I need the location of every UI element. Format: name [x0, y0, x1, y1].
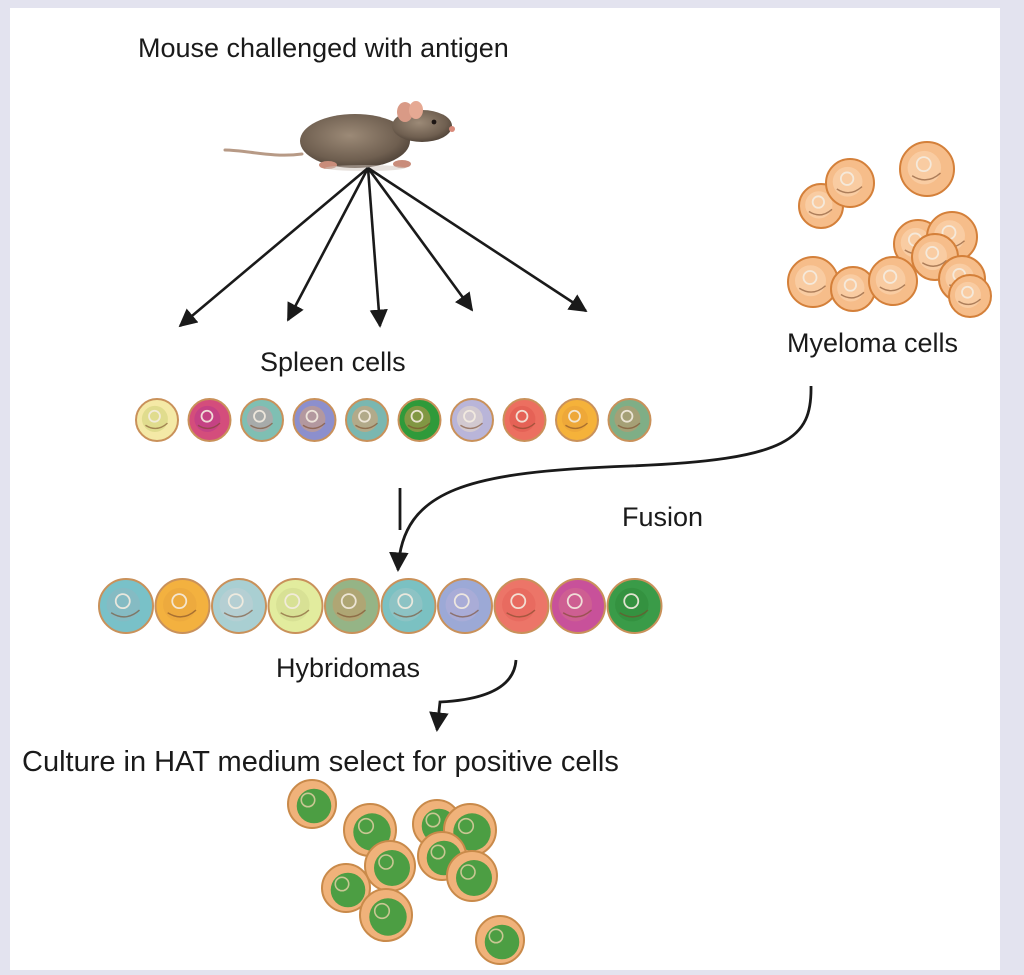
- spleen-cell: [397, 398, 442, 442]
- hybridoma-cell: [437, 578, 493, 634]
- spleen-cell: [292, 398, 337, 442]
- myeloma-cell: [868, 256, 918, 306]
- spleen-cell: [135, 398, 179, 442]
- spleen-cell-row: [135, 398, 652, 442]
- myeloma-cells-label: Myeloma cells: [787, 328, 959, 358]
- arrow-5: [367, 166, 588, 313]
- myeloma-cell: [899, 141, 955, 197]
- hybridoma-cell: [493, 578, 550, 634]
- positive-cell: [321, 863, 371, 913]
- hybridoma-cell: [98, 578, 154, 634]
- arrow-1: [178, 167, 369, 328]
- mouse-icon: [223, 101, 455, 171]
- spleen-cell: [187, 398, 232, 442]
- hybridoma-cell: [550, 578, 606, 634]
- arrows-to-spleen: [178, 166, 588, 328]
- myeloma-cell: [948, 274, 992, 318]
- arrow-2: [286, 167, 370, 322]
- hybridoma-cell: [154, 578, 211, 634]
- spleen-cell: [502, 398, 547, 442]
- diagram-svg: [98, 101, 992, 965]
- spleen-cell: [240, 398, 284, 442]
- myeloma-cell: [830, 266, 876, 312]
- spleen-cell: [450, 398, 494, 442]
- positive-cell: [359, 888, 413, 942]
- fusion-label: Fusion: [622, 502, 704, 532]
- arrow-4: [366, 167, 474, 312]
- hybridoma-cell-row: [98, 578, 663, 634]
- hybridoma-cell: [324, 578, 380, 634]
- myeloma-cell-cluster: [787, 141, 992, 318]
- culture-label: Culture in HAT medium select for positiv…: [22, 746, 619, 778]
- positive-cell: [287, 779, 337, 829]
- myeloma-cell: [825, 158, 875, 208]
- hybridomas-label: Hybridomas: [276, 653, 421, 683]
- hybridoma-cell: [606, 578, 663, 634]
- positive-cell: [364, 840, 416, 892]
- hybridoma-cell: [211, 578, 267, 634]
- arrow-3: [366, 167, 388, 328]
- spleen-cells-label: Spleen cells: [260, 347, 406, 377]
- culture-arrow: [429, 659, 518, 732]
- positive-cell: [446, 850, 498, 902]
- spleen-cell: [345, 398, 389, 442]
- spleen-cell: [555, 398, 599, 442]
- diagram-panel: Mouse challenged with antigen Spleen cel…: [10, 8, 1000, 970]
- title-label: Mouse challenged with antigen: [138, 33, 509, 63]
- spleen-cell: [607, 398, 652, 442]
- myeloma-cell: [787, 256, 839, 308]
- hybridoma-cell: [380, 578, 437, 634]
- fusion-arrow: [389, 385, 813, 572]
- positive-cell-cluster: [287, 779, 525, 965]
- hybridoma-cell: [267, 578, 324, 634]
- positive-cell: [475, 915, 525, 965]
